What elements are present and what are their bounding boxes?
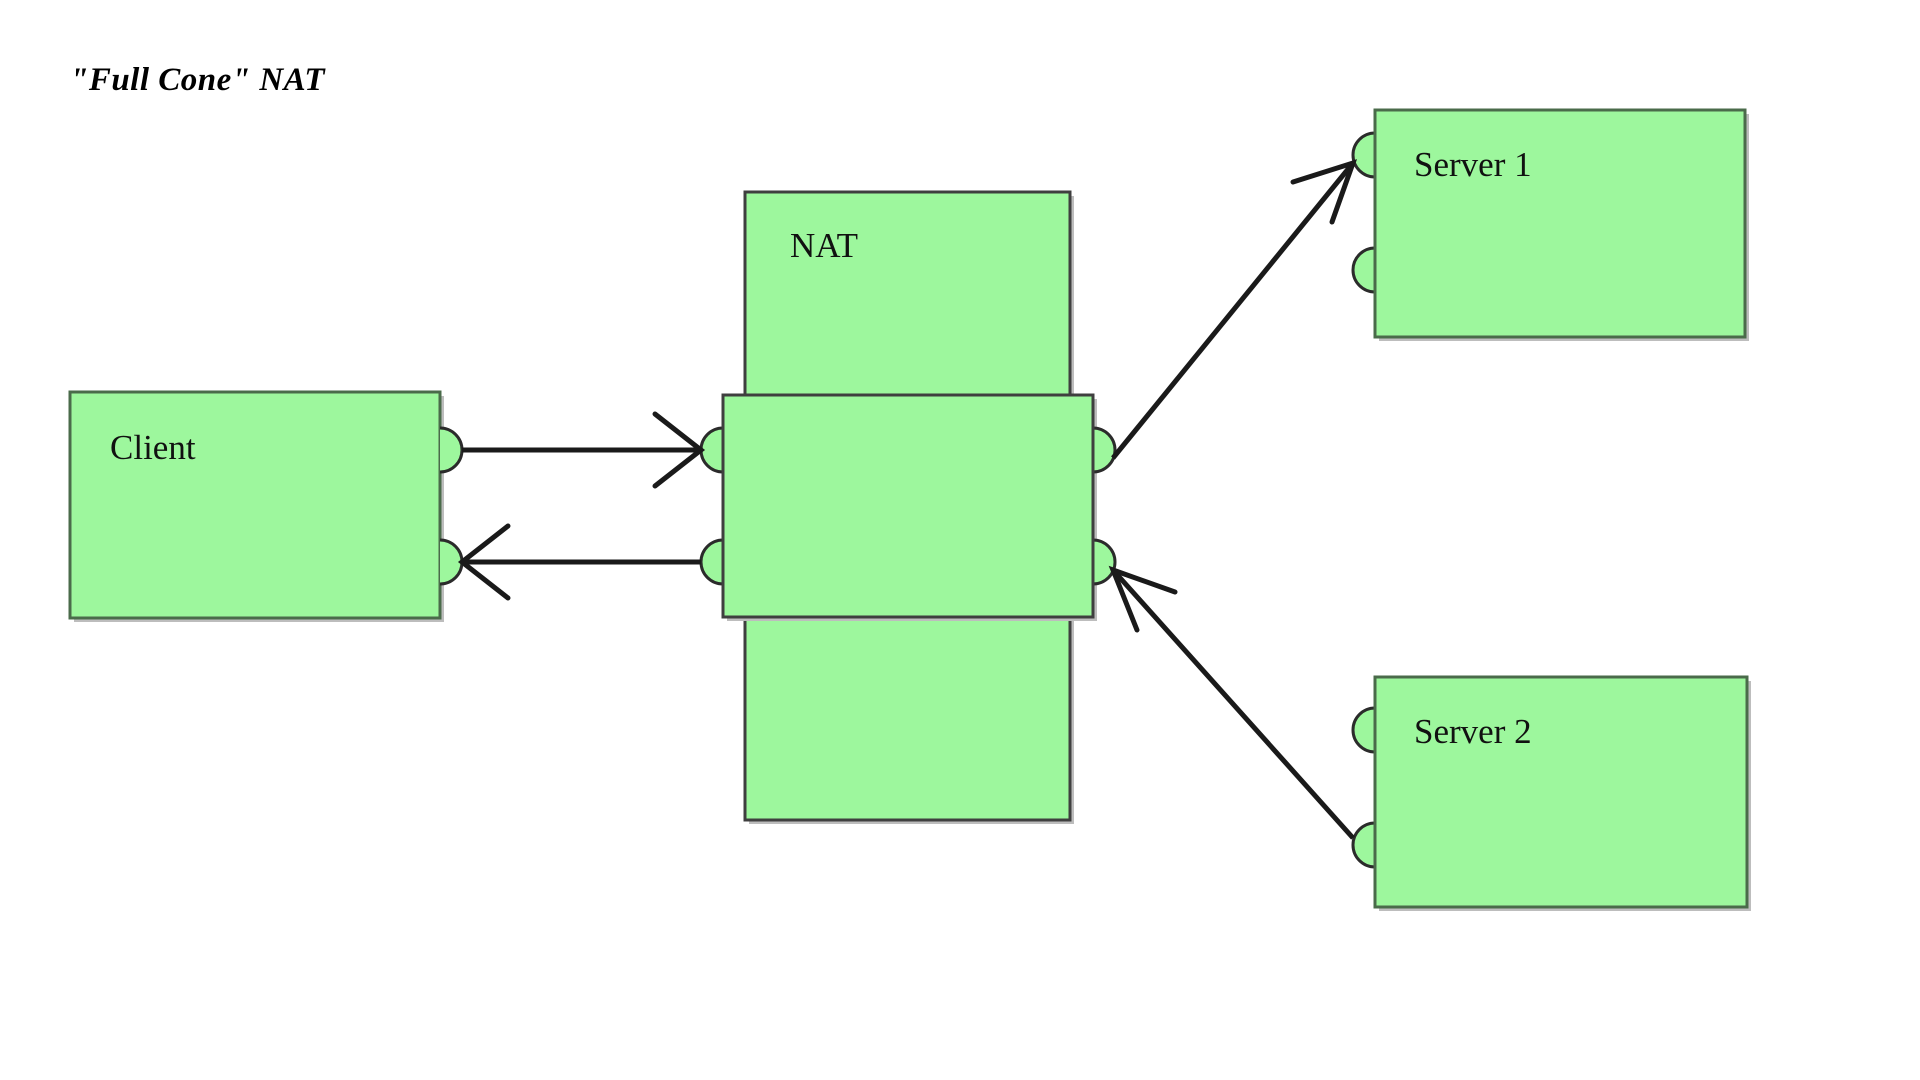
node-server2[interactable] [1351,675,1751,911]
nat-inner-box[interactable] [721,393,1095,619]
server1-box[interactable] [1373,108,1747,339]
port-nat-out-left[interactable] [699,538,724,586]
edge-line [1111,161,1355,460]
edge-line [1111,568,1355,840]
edge-nat-to-client[interactable] [457,523,701,601]
port-server2-aux[interactable] [1351,706,1376,754]
port-client-out[interactable] [439,426,464,474]
client-box[interactable] [68,390,442,620]
port-server2-out[interactable] [1351,821,1376,869]
node-label-nat: NAT [790,226,859,265]
server2-box[interactable] [1373,675,1749,909]
page-title: "Full Cone" NAT [70,62,326,98]
node-nat-inner[interactable] [699,393,1117,621]
edge-server2-to-nat[interactable] [1108,565,1355,840]
port-server1-in[interactable] [1351,131,1376,179]
port-server1-aux[interactable] [1351,246,1376,294]
node-client[interactable] [68,390,464,622]
node-server1[interactable] [1351,108,1749,341]
arrowhead-icon [652,411,706,489]
port-nat-out-right[interactable] [1092,426,1117,474]
node-label-client: Client [110,428,196,467]
node-label-server1: Server 1 [1414,145,1532,184]
arrowhead-icon [1290,159,1358,225]
arrowhead-icon [457,523,511,601]
port-nat-in-right[interactable] [1092,538,1117,586]
node-label-server2: Server 2 [1414,712,1532,751]
arrowhead-icon [1108,565,1178,633]
edge-client-to-nat[interactable] [462,411,706,489]
edge-nat-to-server1[interactable] [1111,159,1358,460]
